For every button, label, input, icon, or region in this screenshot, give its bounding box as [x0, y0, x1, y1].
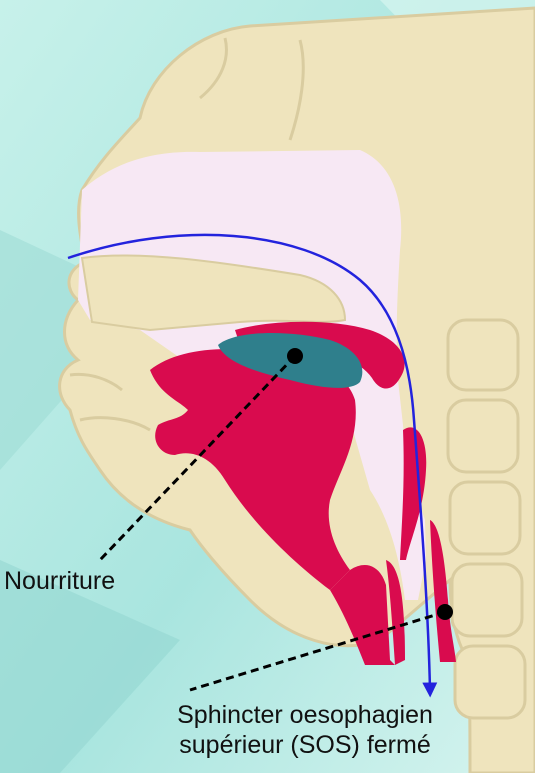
vertebra [448, 320, 518, 390]
vertebra [450, 482, 520, 554]
sphincter-label-line2: supérieur (SOS) fermé [100, 730, 510, 760]
vertebra [452, 564, 522, 636]
sphincter-pointer-dot [437, 604, 453, 620]
food-pointer-dot [287, 348, 303, 364]
sphincter-label: Sphincter oesophagien supérieur (SOS) fe… [100, 700, 510, 760]
sphincter-label-line1: Sphincter oesophagien [100, 700, 510, 730]
food-label: Nourriture [4, 566, 115, 596]
vertebrae [448, 320, 525, 718]
vertebra [448, 400, 518, 472]
